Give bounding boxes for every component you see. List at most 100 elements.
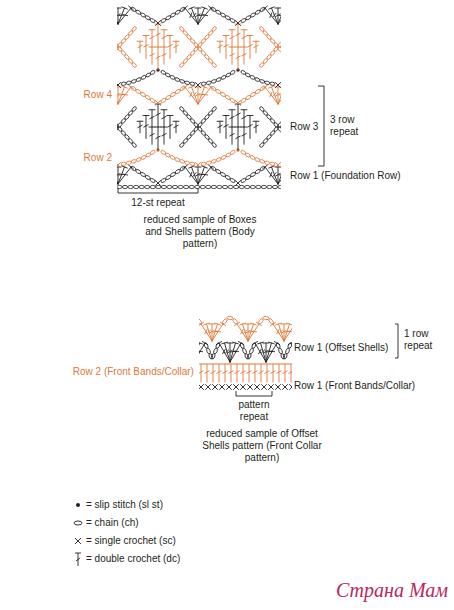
sc-stroke — [196, 163, 201, 168]
dc-top-bar — [202, 7, 208, 9]
dc-slash — [270, 172, 272, 177]
chain-stitch — [189, 185, 194, 188]
dc-slash — [150, 36, 154, 38]
dc-post — [212, 324, 218, 341]
dc-top-bar — [189, 7, 195, 9]
double-crochet-stitch — [235, 104, 241, 127]
dc-post — [118, 167, 125, 184]
double-crochet-stitch — [278, 165, 281, 184]
double-crochet-stitch — [278, 6, 281, 24]
dc-top-bar — [122, 7, 128, 9]
chain-stitch — [179, 79, 185, 84]
chain-stitch — [264, 161, 270, 165]
legend-text: = chain (ch) — [86, 517, 139, 529]
dc-top-bar — [263, 343, 269, 344]
double-crochet-stitch — [155, 127, 161, 150]
double-crochet-stitch — [288, 342, 292, 363]
row-label: Row 3 — [290, 121, 318, 133]
double-crochet-stitch — [155, 24, 161, 47]
dc-top-bar — [241, 109, 247, 110]
dc-post — [291, 343, 292, 362]
chain-stitch — [267, 185, 272, 188]
double-crochet-stitch — [229, 110, 235, 127]
double-crochet-stitch — [212, 322, 226, 341]
dc-slash — [288, 331, 292, 332]
sc-stroke — [236, 101, 241, 106]
chain-stitch — [280, 50, 281, 56]
dc-slash — [252, 331, 257, 332]
dc-top-bar — [251, 323, 257, 325]
dc-post — [118, 8, 131, 24]
chain-stitch — [201, 162, 206, 166]
chain-stitch — [149, 18, 155, 23]
double-crochet-stitch — [234, 364, 240, 382]
sc-stroke — [248, 385, 253, 390]
dc-slash — [156, 33, 160, 35]
double-crochet-stitch — [235, 24, 241, 47]
double-crochet-stitch — [240, 364, 246, 382]
single-crochet-stitch — [241, 385, 246, 390]
double-crochet-stitch — [118, 7, 127, 24]
sc-stroke — [276, 83, 281, 88]
dc-top-bar — [217, 41, 223, 42]
dc-slash — [236, 56, 240, 58]
dc-slash — [150, 134, 154, 136]
chain-stitch — [245, 185, 250, 188]
dc-top-bar — [227, 343, 233, 344]
dc-post — [278, 167, 281, 184]
single-crochet-stitch — [236, 101, 241, 106]
dc-top-bar — [276, 364, 282, 365]
dc-slash — [230, 116, 234, 118]
dc-top-bar — [117, 8, 121, 9]
double-crochet-stitch — [247, 36, 253, 59]
double-crochet-stitch — [217, 121, 223, 133]
sc-stroke — [276, 385, 281, 390]
row-label: Row 2 (Front Bands/Collar) — [73, 366, 194, 378]
dc-top-bar — [209, 324, 215, 325]
dc-top-bar — [247, 115, 253, 116]
dc-top-bar — [204, 323, 210, 325]
chain-stitch — [280, 130, 281, 136]
legend-text: = single crochet (sc) — [86, 535, 176, 547]
dc-top-bar — [241, 29, 247, 30]
sc-stroke — [156, 181, 161, 186]
chain-stitch — [250, 185, 255, 188]
dc-top-bar — [229, 109, 235, 110]
dc-slash — [138, 125, 142, 127]
dc-top-bar — [223, 115, 229, 116]
dc-post — [261, 364, 262, 382]
row-label: Row 4 — [84, 89, 112, 101]
dc-top-bar — [276, 323, 282, 325]
single-crochet-stitch — [248, 385, 253, 390]
double-crochet-stitch — [137, 121, 143, 133]
double-crochet-stitch — [264, 364, 270, 382]
double-crochet-stitch — [229, 127, 235, 144]
dc-slash — [234, 351, 239, 352]
chain-stitch — [264, 81, 270, 85]
double-crochet-symbol — [75, 553, 81, 566]
sc-stroke — [75, 538, 81, 544]
dc-post — [232, 47, 233, 64]
dc-post — [158, 24, 159, 47]
chain-stitch — [122, 185, 127, 188]
dc-post — [238, 104, 239, 127]
dc-slash — [279, 14, 281, 16]
sc-stroke — [255, 385, 260, 390]
dc-slash — [230, 134, 234, 136]
dc-slash — [259, 371, 263, 373]
chain-stitch — [206, 161, 212, 165]
dc-slash — [254, 45, 258, 47]
dc-top-bar — [270, 322, 275, 325]
double-crochet-stitch — [167, 36, 173, 59]
double-crochet-stitch — [276, 364, 282, 382]
dc-slash — [279, 174, 281, 176]
chain-stitch — [167, 185, 172, 188]
double-crochet-stitch — [235, 47, 241, 70]
double-crochet-stitch — [248, 322, 262, 341]
dc-post — [212, 324, 223, 341]
legend-text: = double crochet (dc) — [86, 553, 180, 565]
double-crochet-stitch — [253, 41, 259, 53]
chain-stitch — [150, 185, 155, 188]
dc-slash — [270, 13, 272, 18]
dc-post — [118, 8, 119, 24]
